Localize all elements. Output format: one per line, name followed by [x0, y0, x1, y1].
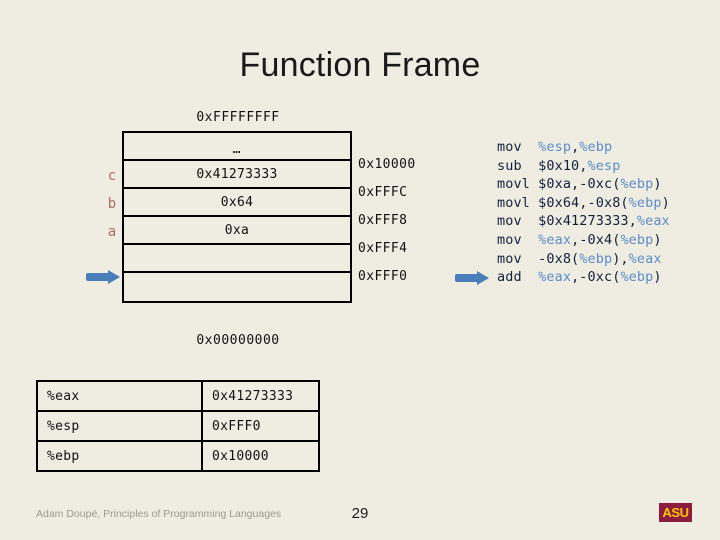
assembly-mnemonic: mov	[497, 139, 539, 155]
register-value: 0x10000	[201, 440, 320, 472]
assembly-line: mov %eax,-0x4(%ebp)	[497, 231, 670, 250]
table-row: %eax 0x41273333	[36, 380, 320, 412]
assembly-register: %eax	[636, 213, 670, 230]
assembly-operand: )	[653, 269, 662, 286]
stack-var-label-c: c	[107, 168, 117, 184]
assembly-line: mov -0x8(%ebp),%eax	[497, 250, 670, 269]
assembly-line: mov %esp,%ebp	[497, 138, 670, 157]
assembly-line: sub $0x10,%esp	[497, 157, 670, 176]
arrow-shaft	[86, 273, 110, 281]
register-value: 0x41273333	[201, 380, 320, 412]
assembly-mnemonic: add	[497, 269, 539, 286]
instruction-pointer-arrow-icon	[455, 271, 491, 285]
assembly-operand: $0x10,	[538, 157, 588, 174]
assembly-register: %ebp	[620, 176, 654, 193]
assembly-register: %eax	[538, 269, 572, 286]
stack-var-label-a: a	[107, 224, 117, 240]
assembly-operand: ),	[612, 250, 629, 267]
asu-logo: ASU	[659, 503, 692, 522]
stack-row	[124, 273, 350, 301]
stack-diagram: … 0x41273333 0x64 0xa	[122, 131, 352, 303]
stack-row: 0x64	[124, 189, 350, 217]
assembly-mnemonic: mov	[497, 250, 539, 267]
register-name: %esp	[36, 410, 203, 442]
assembly-register: %ebp	[579, 250, 613, 267]
stack-var-label-b: b	[107, 196, 117, 212]
assembly-register: %esp	[538, 139, 572, 155]
assembly-line: movl $0x64,-0x8(%ebp)	[497, 194, 670, 213]
assembly-register: %eax	[538, 231, 572, 248]
stack-row	[124, 245, 350, 273]
assembly-mnemonic: sub	[497, 157, 539, 174]
register-value: 0xFFF0	[201, 410, 320, 442]
stack-pointer-arrow-icon	[86, 270, 122, 284]
stack-address-label-0xfffc: 0xFFFC	[358, 185, 408, 200]
page-title: Function Frame	[239, 46, 481, 84]
register-name: %eax	[36, 380, 203, 412]
assembly-operand: -0x8(	[538, 250, 580, 267]
stack-address-label-0xfff8: 0xFFF8	[358, 213, 408, 228]
assembly-operand: )	[653, 231, 662, 248]
assembly-operand: ,	[571, 139, 580, 155]
register-name: %ebp	[36, 440, 203, 472]
assembly-register: %ebp	[579, 139, 613, 155]
assembly-register: %eax	[628, 250, 662, 267]
arrow-head	[477, 271, 489, 285]
assembly-register: %esp	[587, 157, 621, 174]
assembly-operand: $0xa,-0xc(	[538, 176, 621, 193]
stack-address-label-0xfff4: 0xFFF4	[358, 241, 408, 256]
table-row: %esp 0xFFF0	[36, 410, 320, 442]
assembly-register: %ebp	[628, 194, 662, 211]
assembly-line: mov $0x41273333,%eax	[497, 212, 670, 231]
stack-row: 0x41273333	[124, 161, 350, 189]
assembly-mnemonic: movl	[497, 176, 539, 193]
assembly-register: %ebp	[620, 231, 654, 248]
page-number: 29	[351, 505, 369, 522]
assembly-line: add %eax,-0xc(%ebp)	[497, 268, 670, 287]
stack-top-address-label: 0xFFFFFFFF	[196, 110, 280, 125]
assembly-mnemonic: movl	[497, 194, 539, 211]
assembly-operand: ,-0xc(	[571, 269, 621, 286]
stack-address-label-0xfff0: 0xFFF0	[358, 269, 408, 284]
stack-row: 0xa	[124, 217, 350, 245]
register-table: %eax 0x41273333 %esp 0xFFF0 %ebp 0x10000	[36, 380, 320, 472]
assembly-register: %ebp	[620, 269, 654, 286]
footer-credit: Adam Doupé, Principles of Programming La…	[36, 508, 282, 520]
assembly-operand: )	[653, 176, 662, 193]
assembly-operand: )	[661, 194, 670, 211]
assembly-operand: ,-0x4(	[571, 231, 621, 248]
stack-bottom-address-label: 0x00000000	[196, 333, 280, 348]
assembly-operand: $0x41273333,	[538, 213, 637, 230]
stack-row: …	[124, 133, 350, 161]
table-row: %ebp 0x10000	[36, 440, 320, 472]
arrow-head	[108, 270, 120, 284]
stack-address-label-0x10000: 0x10000	[358, 157, 416, 172]
assembly-line: movl $0xa,-0xc(%ebp)	[497, 175, 670, 194]
assembly-mnemonic: mov	[497, 231, 539, 248]
assembly-mnemonic: mov	[497, 213, 539, 230]
assembly-operand: $0x64,-0x8(	[538, 194, 629, 211]
arrow-shaft	[455, 274, 479, 282]
